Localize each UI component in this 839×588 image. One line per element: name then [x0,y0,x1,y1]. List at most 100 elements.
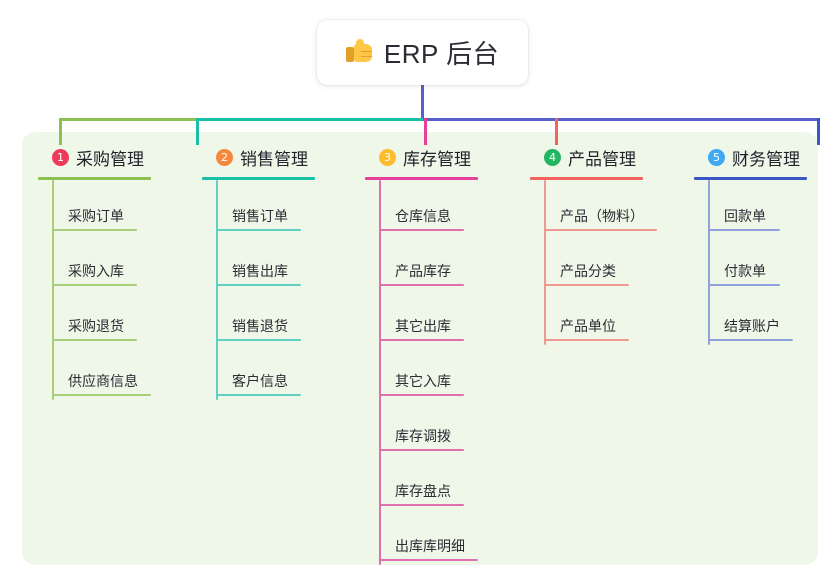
list-item-label: 产品单位 [560,318,616,334]
list-item[interactable]: 采购退货 [38,290,188,345]
list-item[interactable]: 其它出库 [365,290,525,345]
branch-number-badge: 1 [52,148,69,166]
branch-spine [216,180,218,400]
branch-column-库存管理: 3 库存管理仓库信息产品库存其它出库其它入库库存调拨库存盘点出库库明细 [365,145,525,565]
list-item-underline [379,229,464,231]
list-item[interactable]: 销售订单 [202,180,352,235]
list-item-underline [708,284,780,286]
list-item-underline [379,339,464,341]
branch-item-list: 回款单付款单结算账户 [694,180,839,345]
list-item-label: 销售退货 [232,318,288,334]
branch-number-badge: 5 [708,148,725,166]
list-item[interactable]: 库存调拨 [365,400,525,455]
branch-spine [379,180,381,565]
list-item-label: 结算账户 [724,318,780,334]
branch-item-list: 产品（物料） 产品分类产品单位 [530,180,700,345]
list-item-underline [379,394,464,396]
list-item[interactable]: 付款单 [694,235,839,290]
list-item-label: 销售订单 [232,208,288,224]
connector-bus-segment-3 [423,118,820,121]
connector-bus-segment-1 [59,118,198,121]
list-item[interactable]: 产品分类 [530,235,700,290]
branch-title: 销售管理 [240,149,308,169]
list-item-underline [52,284,137,286]
list-item-label: 销售出库 [232,263,288,279]
list-item[interactable]: 产品库存 [365,235,525,290]
list-item[interactable]: 仓库信息 [365,180,525,235]
branch-column-销售管理: 2 销售管理销售订单销售出库销售退货客户信息 [202,145,352,400]
list-item[interactable]: 客户信息 [202,345,352,400]
list-item-underline [379,559,478,561]
list-item-label: 产品库存 [395,263,451,279]
connector-bus-segment-2 [196,118,425,121]
list-item-underline [52,229,137,231]
list-item-underline [216,394,301,396]
connector-drop-5 [817,118,820,145]
list-item-underline [544,229,657,231]
diagram-panel [22,132,818,565]
list-item-underline [379,504,464,506]
branch-header-采购管理[interactable]: 1 采购管理 [38,145,188,169]
branch-spine [708,180,710,345]
connector-drop-3 [424,118,427,145]
list-item-label: 出库库明细 [395,538,465,554]
list-item-label: 回款单 [724,208,766,224]
branch-column-采购管理: 1 采购管理采购订单采购入库采购退货供应商信息 [38,145,188,400]
list-item-underline [708,339,793,341]
list-item-label: 客户信息 [232,373,288,389]
list-item[interactable]: 供应商信息 [38,345,188,400]
connector-root-stem [421,85,424,119]
branch-number-badge: 3 [379,148,396,166]
list-item-underline [216,284,301,286]
branch-title: 库存管理 [403,149,471,169]
list-item-label: 库存盘点 [395,483,451,499]
list-item-underline [216,229,301,231]
root-node-erp-backend[interactable]: ERP 后台 [317,20,528,85]
list-item-label: 采购入库 [68,263,124,279]
list-item-label: 其它入库 [395,373,451,389]
branch-underline [365,177,478,180]
list-item[interactable]: 销售退货 [202,290,352,345]
list-item-underline [379,284,464,286]
list-item[interactable]: 结算账户 [694,290,839,345]
list-item-underline [52,394,151,396]
list-item[interactable]: 销售出库 [202,235,352,290]
branch-title: 采购管理 [76,149,144,169]
list-item-label: 产品（物料） [560,208,644,224]
branch-header-销售管理[interactable]: 2 销售管理 [202,145,352,169]
list-item-label: 其它出库 [395,318,451,334]
list-item-label: 供应商信息 [68,373,138,389]
branch-header-库存管理[interactable]: 3 库存管理 [365,145,525,169]
list-item-label: 采购订单 [68,208,124,224]
list-item[interactable]: 产品单位 [530,290,700,345]
list-item-underline [379,449,464,451]
list-item-underline [52,339,137,341]
branch-spine [544,180,546,345]
list-item-underline [708,229,780,231]
connector-drop-1 [59,118,62,145]
list-item-label: 仓库信息 [395,208,451,224]
list-item[interactable]: 采购订单 [38,180,188,235]
branch-column-财务管理: 5 财务管理回款单付款单结算账户 [694,145,839,345]
branch-title: 财务管理 [732,149,800,169]
list-item[interactable]: 采购入库 [38,235,188,290]
list-item[interactable]: 产品（物料） [530,180,700,235]
branch-header-财务管理[interactable]: 5 财务管理 [694,145,839,169]
branch-underline [202,177,315,180]
branch-number-badge: 2 [216,148,233,166]
list-item[interactable]: 库存盘点 [365,455,525,510]
branch-underline [530,177,643,180]
list-item[interactable]: 回款单 [694,180,839,235]
list-item[interactable]: 其它入库 [365,345,525,400]
list-item-label: 付款单 [724,263,766,279]
connector-drop-2 [196,118,199,145]
branch-item-list: 采购订单采购入库采购退货供应商信息 [38,180,188,400]
branch-underline [694,177,807,180]
list-item[interactable]: 出库库明细 [365,510,525,565]
list-item-label: 库存调拨 [395,428,451,444]
list-item-underline [544,339,629,341]
thumbs-up-icon [345,38,374,67]
